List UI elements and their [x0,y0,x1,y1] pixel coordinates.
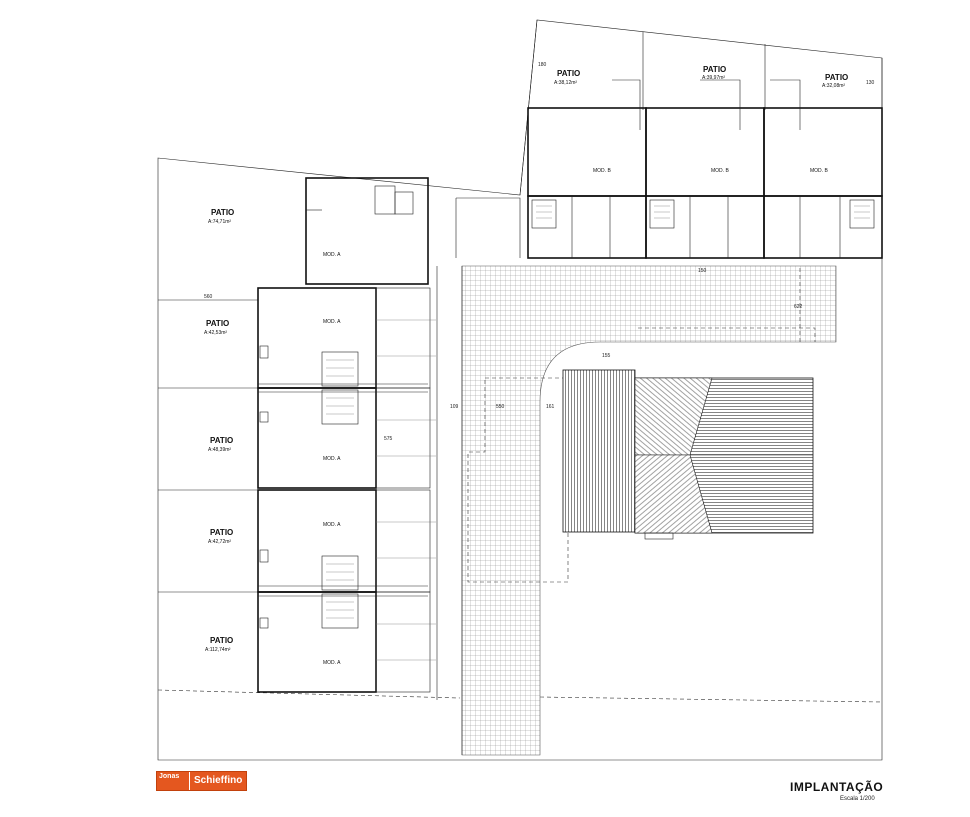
drawing-title: IMPLANTAÇÃO [790,780,884,794]
existing-house-roof [562,369,814,540]
drawing-scale: Escala 1/200 [840,796,875,802]
parking-outline [467,268,816,583]
architect-logo: Jonas Schieffino [156,771,248,791]
logo-line2: Schieffino [189,772,247,790]
logo-line1: Jonas [157,772,189,790]
top-units [455,19,883,259]
paved-driveway [436,265,837,756]
left-units [158,177,436,693]
